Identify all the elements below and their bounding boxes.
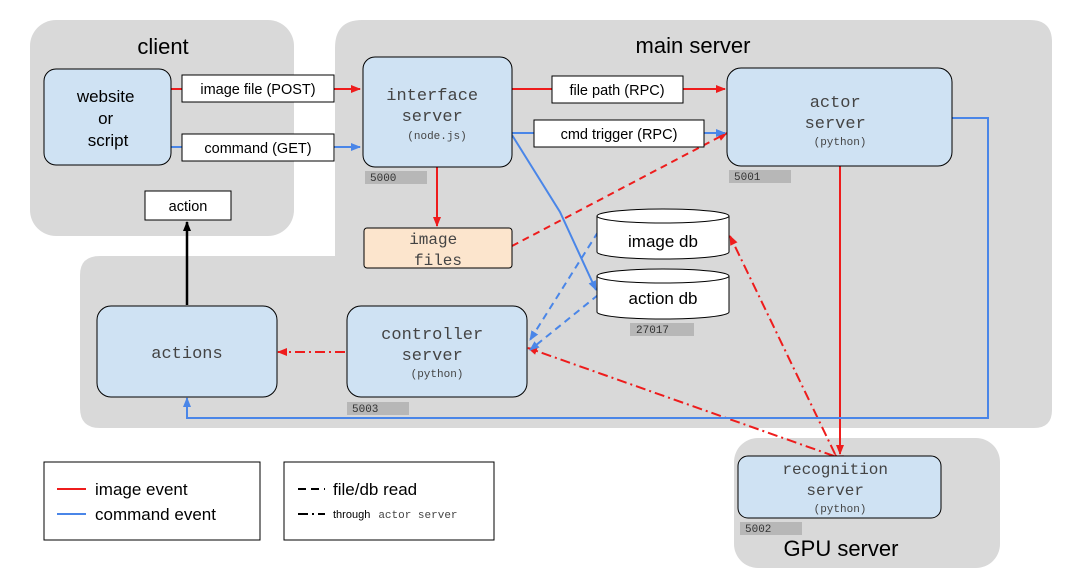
svg-text:recognition server: recognition server (python) — [782, 461, 897, 516]
actions-node: actions — [96, 305, 278, 398]
interface-port-bg — [365, 171, 427, 184]
label-command-get: command (GET) — [181, 133, 335, 162]
interface-server-node: interface server (node.js) — [362, 56, 513, 168]
svg-text:action db: action db — [629, 289, 698, 308]
interface-port: 5000 — [370, 173, 396, 185]
action-box: action — [144, 190, 232, 221]
edge-recognition-controller — [527, 347, 844, 463]
svg-text:action: action — [169, 199, 208, 215]
svg-text:file path (RPC): file path (RPC) — [569, 83, 664, 99]
svg-text:controller server: controller server (python) — [381, 326, 493, 381]
edge-actiondb-controller-read — [529, 294, 599, 351]
actor-port: 5001 — [734, 172, 761, 184]
svg-text:interface server (: interface server (node.js) — [386, 87, 487, 143]
actor-port-bg — [729, 170, 791, 183]
legend-styles: file/db read through actor server — [283, 461, 495, 541]
gpu-server-title: GPU server — [784, 536, 899, 561]
recognition-port-bg — [740, 522, 802, 535]
image-files-node: image files — [363, 227, 513, 270]
svg-text:actions: actions — [151, 345, 222, 364]
svg-text:command (GET): command (GET) — [204, 141, 311, 157]
website-node: website or script — [43, 68, 172, 166]
svg-text:website or script: website or script — [76, 87, 139, 150]
svg-text:image files: image files — [409, 231, 467, 270]
action-db-node: action db — [596, 268, 730, 320]
main-server-title: main server — [636, 33, 751, 58]
label-cmd-trigger-rpc: cmd trigger (RPC) — [533, 119, 705, 148]
recognition-server-node: recognition server (python) — [737, 455, 942, 519]
controller-port: 5003 — [352, 404, 378, 416]
label-file-path-rpc: file path (RPC) — [551, 75, 684, 104]
svg-text:image db: image db — [628, 232, 698, 251]
image-db-node: image db — [596, 208, 730, 260]
controller-port-bg — [347, 402, 409, 415]
db-port-bg — [630, 323, 694, 336]
legend-command-event-label: command event — [95, 505, 216, 524]
actor-server-node: actor server (python) — [726, 67, 953, 167]
label-image-file-post: image file (POST) — [181, 74, 335, 103]
edge-imagefiles-actor-read — [511, 132, 728, 247]
controller-server-node: controller server (python) — [346, 305, 528, 398]
svg-text:cmd trigger (RPC): cmd trigger (RPC) — [561, 127, 678, 143]
legend-file-db-read-label: file/db read — [333, 480, 417, 499]
legend-through-label: through actor server — [333, 505, 458, 522]
recognition-port: 5002 — [745, 524, 771, 536]
edge-interface-actiondb — [511, 134, 597, 291]
edge-imagedb-controller-read — [529, 231, 599, 341]
legend-colors: image event command event — [43, 461, 261, 541]
legend-image-event-label: image event — [95, 480, 188, 499]
svg-text:actor server (pyth: actor server (python) — [805, 94, 876, 149]
client-title: client — [137, 34, 188, 59]
db-port: 27017 — [636, 325, 669, 337]
svg-text:image file (POST): image file (POST) — [200, 82, 315, 98]
edge-actor-actions-command — [183, 117, 989, 419]
